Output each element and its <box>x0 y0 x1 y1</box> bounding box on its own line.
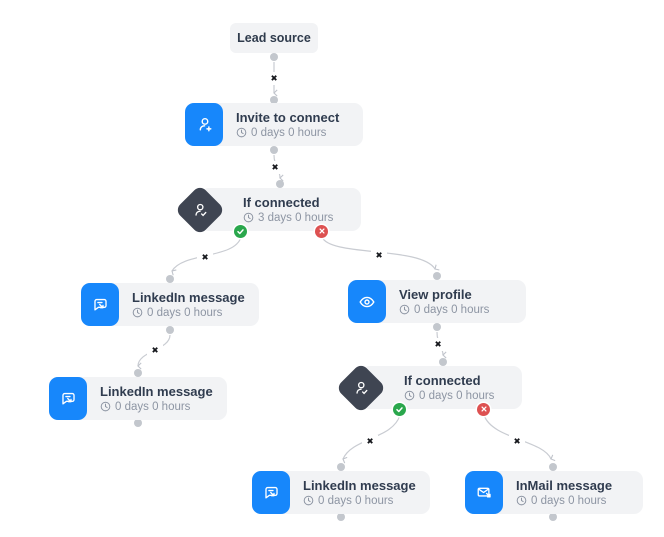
node-inmail-message[interactable]: InMail message 0 days 0 hours <box>465 471 643 514</box>
node-delay: 0 days 0 hours <box>100 401 213 413</box>
envelope-arrow-icon <box>465 471 503 514</box>
condition-no-badge[interactable] <box>477 402 490 416</box>
node-title: View profile <box>399 286 472 302</box>
break-connection-icon[interactable]: ✖ <box>267 161 283 174</box>
break-connection-icon[interactable]: ✖ <box>197 251 213 264</box>
connection-port[interactable] <box>270 53 278 61</box>
node-linkedin-message-2[interactable]: LinkedIn message 0 days 0 hours <box>49 377 227 420</box>
connection-port[interactable] <box>166 326 174 334</box>
connection-port[interactable] <box>549 463 557 471</box>
connection-port[interactable] <box>337 463 345 471</box>
node-title: Invite to connect <box>236 109 340 125</box>
eye-icon <box>348 280 386 323</box>
connection-port[interactable] <box>134 369 142 377</box>
connection-port[interactable] <box>439 358 447 366</box>
node-title: InMail message <box>516 477 613 493</box>
node-title: If connected <box>404 372 481 388</box>
person-add-icon <box>185 103 223 146</box>
node-title: If connected <box>243 194 320 210</box>
chat-bubble-arrow-icon <box>49 377 87 420</box>
condition-yes-badge[interactable] <box>234 224 247 238</box>
lead-source-label: Lead source <box>237 31 311 45</box>
connection-port[interactable] <box>134 419 142 427</box>
person-check-icon <box>335 362 387 413</box>
connection-port[interactable] <box>276 180 284 188</box>
clock-icon <box>404 390 415 401</box>
connection-port[interactable] <box>270 96 278 104</box>
node-view-profile[interactable]: View profile 0 days 0 hours <box>348 280 526 323</box>
clock-icon <box>399 304 410 315</box>
node-linkedin-message-3[interactable]: LinkedIn message 0 days 0 hours <box>252 471 430 514</box>
clock-icon <box>100 401 111 412</box>
connection-port[interactable] <box>549 513 557 521</box>
clock-icon <box>132 307 143 318</box>
check-icon <box>396 406 403 412</box>
clock-icon <box>516 495 527 506</box>
break-connection-icon[interactable]: ✖ <box>430 338 446 351</box>
node-delay: 0 days 0 hours <box>516 495 612 507</box>
clock-icon <box>303 495 314 506</box>
clock-icon <box>236 127 247 138</box>
person-check-icon <box>174 184 226 235</box>
break-connection-icon[interactable]: ✖ <box>509 435 525 448</box>
connection-port[interactable] <box>337 513 345 521</box>
chat-bubble-arrow-icon <box>252 471 290 514</box>
node-lead-source[interactable]: Lead source <box>230 23 318 53</box>
node-delay: 3 days 0 hours <box>243 212 333 224</box>
node-title: LinkedIn message <box>303 477 416 493</box>
node-invite-to-connect[interactable]: Invite to connect 0 days 0 hours <box>185 103 363 146</box>
node-delay: 0 days 0 hours <box>132 307 245 319</box>
node-delay: 0 days 0 hours <box>303 495 416 507</box>
connection-port[interactable] <box>433 323 441 331</box>
condition-yes-badge[interactable] <box>393 402 406 416</box>
check-icon <box>237 228 244 234</box>
node-delay: 0 days 0 hours <box>404 390 494 402</box>
node-if-connected-1[interactable]: If connected 3 days 0 hours <box>174 184 361 238</box>
break-connection-icon[interactable]: ✖ <box>371 249 387 262</box>
node-title: LinkedIn message <box>100 383 213 399</box>
chat-bubble-arrow-icon <box>81 283 119 326</box>
condition-no-badge[interactable] <box>315 224 328 238</box>
connection-port[interactable] <box>270 146 278 154</box>
cross-icon <box>480 406 487 412</box>
cross-icon <box>318 228 325 234</box>
node-title: LinkedIn message <box>132 289 245 305</box>
break-connection-icon[interactable]: ✖ <box>147 344 163 357</box>
clock-icon <box>243 212 254 223</box>
break-connection-icon[interactable]: ✖ <box>266 72 282 85</box>
node-linkedin-message-1[interactable]: LinkedIn message 0 days 0 hours <box>81 283 259 326</box>
break-connection-icon[interactable]: ✖ <box>362 435 378 448</box>
node-delay: 0 days 0 hours <box>399 304 489 316</box>
connection-port[interactable] <box>166 275 174 283</box>
node-delay: 0 days 0 hours <box>236 127 339 139</box>
connection-port[interactable] <box>433 272 441 280</box>
node-if-connected-2[interactable]: If connected 0 days 0 hours <box>335 362 522 416</box>
